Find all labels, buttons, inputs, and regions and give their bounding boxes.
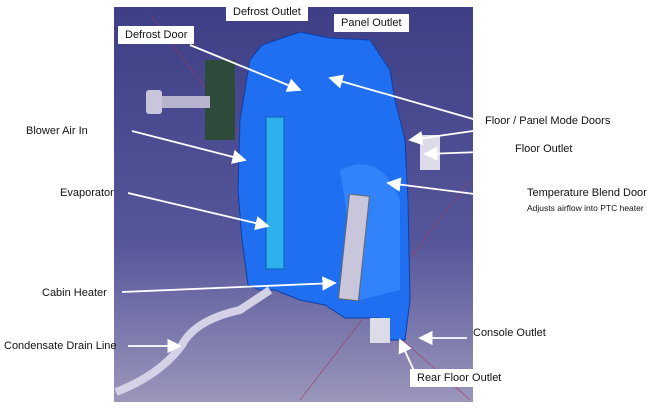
label-temperature-blend-door-note: Adjusts airflow into PTC heater <box>527 203 644 213</box>
label-temperature-blend-door: Temperature Blend Door <box>527 187 647 199</box>
label-evaporator: Evaporator <box>60 187 114 199</box>
label-condensate-drain-line: Condensate Drain Line <box>4 340 117 352</box>
blower-motor-cap <box>146 90 162 114</box>
label-console-outlet: Console Outlet <box>473 327 546 339</box>
evaporator-core <box>265 116 285 270</box>
callout-arrows <box>121 44 515 374</box>
label-floor-outlet: Floor Outlet <box>515 143 573 155</box>
rear-floor-outlet-part <box>370 318 390 343</box>
condensate-drain-pipe <box>114 286 273 396</box>
floor-outlet-part <box>420 135 440 170</box>
label-cabin-heater: Cabin Heater <box>42 287 107 299</box>
label-panel-outlet: Panel Outlet <box>334 14 409 32</box>
label-defrost-door: Defrost Door <box>118 26 195 44</box>
label-blower-air-in: Blower Air In <box>26 125 88 137</box>
label-defrost-outlet: Defrost Outlet <box>226 3 308 21</box>
cabin-heater-core <box>337 193 370 302</box>
label-rear-floor-outlet: Rear Floor Outlet <box>410 369 509 387</box>
blower-motor <box>150 96 210 108</box>
label-floor-panel-mode-doors: Floor / Panel Mode Doors <box>485 115 611 127</box>
